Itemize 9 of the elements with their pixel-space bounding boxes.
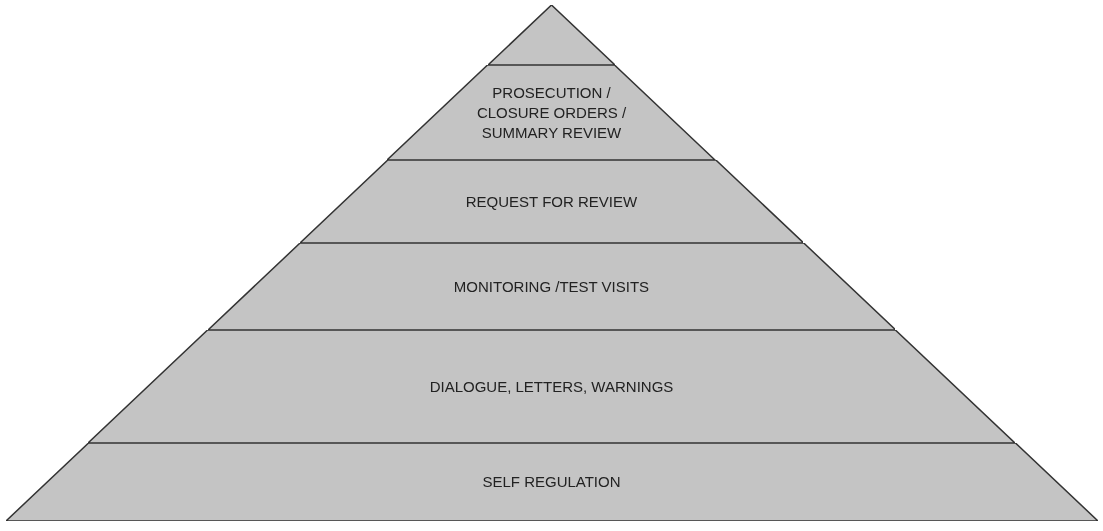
- tier-label: REQUEST FOR REVIEW: [465, 191, 638, 212]
- pyramid-tier: [5, 443, 1098, 521]
- tier-label: PROSECUTION / CLOSURE ORDERS / SUMMARY REVIEW: [475, 82, 628, 143]
- pyramid-tier: [207, 243, 896, 330]
- tier-label: DIALOGUE, LETTERS, WARNINGS: [429, 376, 674, 397]
- tier-label: MONITORING /TEST VISITS: [453, 276, 650, 297]
- pyramid-tier: [299, 160, 804, 243]
- tier-label: SELF REGULATION: [482, 471, 621, 492]
- pyramid-tier: [88, 330, 1015, 443]
